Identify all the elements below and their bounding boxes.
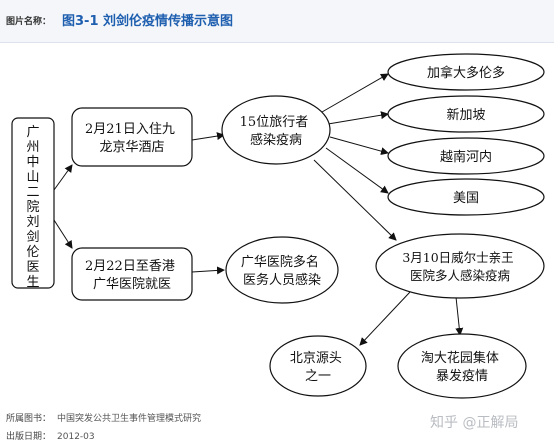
hotel-node-box xyxy=(71,107,193,167)
kwongwah-staff-node xyxy=(225,236,339,304)
edge-hotel-travelers xyxy=(191,132,225,141)
figure-header: 图片名称： 图3-1 刘剑伦疫情传播示意图 xyxy=(0,0,554,43)
edge-travelers-hanoi xyxy=(329,136,389,155)
princewales-line-2: 医院多人感染疫病 xyxy=(410,268,510,283)
kwongwah-line-1: 2月22日至香港 xyxy=(85,259,175,274)
beijing-line-2: 之一 xyxy=(305,369,331,384)
singapore-node xyxy=(387,95,545,133)
edge-princewales-amoy xyxy=(455,296,464,336)
source-node-char: 山 xyxy=(26,170,39,185)
beijing-node xyxy=(269,335,367,397)
book-row: 所属图书： 中国突发公共卫生事件管理模式研究 xyxy=(6,410,306,428)
source-node-char: 生 xyxy=(26,275,39,290)
hotel-line-1: 2月21日入住九 xyxy=(85,122,175,137)
amoy-node xyxy=(397,333,527,399)
usa-label: 美国 xyxy=(453,191,479,206)
edge-source-hotel xyxy=(53,164,73,191)
source-node-char: 医 xyxy=(26,260,39,275)
source-node-char: 中 xyxy=(26,155,39,170)
figure-title: 图3-1 刘剑伦疫情传播示意图 xyxy=(62,14,234,29)
beijing-label: 北京源头 之一 xyxy=(290,351,346,384)
source-node-char: 剑 xyxy=(26,229,39,245)
source-node-char: 二 xyxy=(26,185,39,200)
figure-footer: 所属图书： 中国突发公共卫生事件管理模式研究 出版日期： 2012-03 xyxy=(6,410,306,446)
date-label: 出版日期： xyxy=(6,432,52,442)
usa-node xyxy=(387,178,545,216)
amoy-label: 淘大花园集体 暴发疫情 xyxy=(421,350,503,384)
hanoi-label: 越南河内 xyxy=(440,149,492,165)
singapore-label: 新加坡 xyxy=(446,107,485,123)
source-node-char: 州 xyxy=(26,140,39,155)
toronto-node xyxy=(387,53,545,91)
hanoi-node xyxy=(387,137,545,175)
kwongwah-staff-line-2: 医务人员感染 xyxy=(243,272,321,288)
kwongwah-staff-label: 广华医院多名 医务人员感染 xyxy=(241,254,323,288)
edge-travelers-toronto xyxy=(321,73,389,113)
travelers-line-1: 15位旅行者 xyxy=(240,115,309,130)
toronto-label: 加拿大多伦多 xyxy=(427,65,505,81)
diagram-edges xyxy=(53,73,464,346)
kwongwah-node-box xyxy=(71,247,193,301)
kwongwah-node-label: 2月22日至香港 广华医院就医 xyxy=(85,259,179,292)
edge-kwongwah-staff xyxy=(191,266,225,275)
princewales-line-1: 3月10日威尔士亲王 xyxy=(402,250,513,265)
edge-princewales-beijing xyxy=(359,291,411,346)
edge-travelers-singapore xyxy=(327,111,389,125)
date-row: 出版日期： 2012-03 xyxy=(6,428,306,446)
source-node-box xyxy=(11,117,55,289)
source-node-char: 伦 xyxy=(26,245,39,260)
amoy-line-1: 淘大花园集体 xyxy=(421,350,499,366)
source-node-char: 刘 xyxy=(26,215,39,230)
travelers-line-2: 感染疫病 xyxy=(250,132,302,148)
hotel-line-2: 龙京华酒店 xyxy=(99,140,164,155)
source-node-char: 院 xyxy=(26,200,39,215)
figure-name-label: 图片名称： xyxy=(6,17,52,27)
beijing-line-1: 北京源头 xyxy=(290,351,342,366)
zhihu-watermark: 知乎 @正解局 xyxy=(430,415,519,431)
kwongwah-line-2: 广华医院就医 xyxy=(93,277,171,292)
book-value: 中国突发公共卫生事件管理模式研究 xyxy=(57,414,202,424)
amoy-line-2: 暴发疫情 xyxy=(436,368,488,384)
source-node-char: 广 xyxy=(26,125,39,140)
edge-travelers-usa xyxy=(325,147,389,194)
edge-source-kwongwah xyxy=(53,219,73,249)
source-node-label: 广州中山二院刘剑伦医生 xyxy=(26,125,39,290)
edge-travelers-princewales xyxy=(313,159,397,241)
travelers-node xyxy=(221,95,331,165)
princewales-label: 3月10日威尔士亲王 医院多人感染疫病 xyxy=(402,250,517,283)
date-value: 2012-03 xyxy=(57,432,95,442)
kwongwah-staff-line-1: 广华医院多名 xyxy=(241,254,319,270)
hotel-node-label: 2月21日入住九 龙京华酒店 xyxy=(85,122,179,155)
travelers-node-label: 15位旅行者 感染疫病 xyxy=(240,115,313,148)
book-label: 所属图书： xyxy=(6,414,52,424)
princewales-node xyxy=(375,233,545,299)
